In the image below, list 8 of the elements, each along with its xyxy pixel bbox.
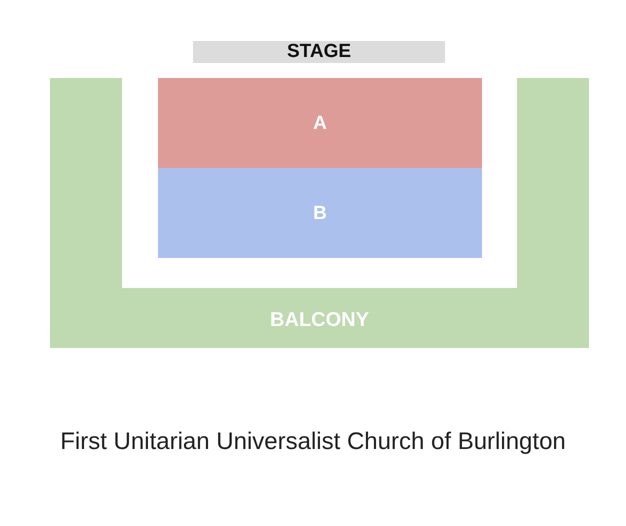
section-label: BALCONY xyxy=(270,308,369,333)
caption: First Unitarian Universalist Church of Burlington xyxy=(60,427,566,457)
seating-section xyxy=(158,168,482,258)
stage-area xyxy=(193,41,445,63)
section-label: B xyxy=(313,202,327,226)
stage-label: STAGE xyxy=(286,41,352,63)
section-label: A xyxy=(313,112,327,136)
seating-section xyxy=(158,78,482,168)
